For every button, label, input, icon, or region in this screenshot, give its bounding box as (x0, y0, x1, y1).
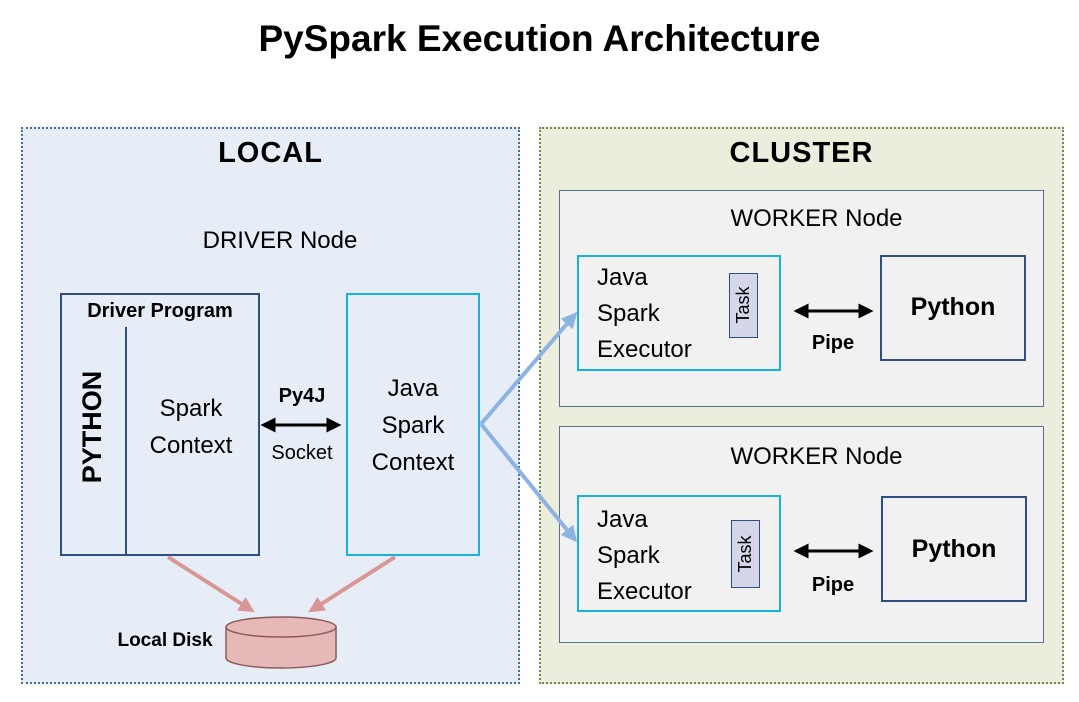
worker-node-2-label: WORKER Node (730, 443, 903, 470)
java-spark-executor-1-label: Java Spark Executor (597, 264, 692, 363)
context-to-executor-1-arrow (479, 311, 578, 426)
socket-label: Socket (271, 442, 333, 464)
python-process-2-label: Python (911, 535, 997, 563)
py4j-label: Py4J (278, 385, 326, 407)
driver-program-divider (125, 327, 127, 556)
java-spark-context-box (346, 293, 480, 556)
local-region-label: LOCAL (218, 137, 323, 169)
pipe-1-label: Pipe (811, 332, 855, 354)
python-process-1-label: Python (910, 293, 996, 321)
worker-node-1-label: WORKER Node (730, 205, 903, 232)
task-1-box (729, 273, 758, 338)
driver-program-box (60, 293, 260, 556)
pipe-2-label: Pipe (811, 574, 855, 596)
page-title: PySpark Execution Architecture (258, 18, 821, 59)
local-disk-label: Local Disk (117, 630, 213, 651)
python-process-1 (880, 255, 1026, 361)
python-process-2 (881, 496, 1027, 602)
driver-to-disk-arrow (166, 555, 255, 613)
java-context-to-disk-arrow (308, 555, 397, 613)
spark-context-label: Spark Context (149, 395, 233, 459)
task-2-box (731, 520, 760, 588)
driver-program-label: Driver Program (87, 300, 233, 322)
java-spark-executor-2-label: Java Spark Executor (597, 506, 692, 605)
java-spark-context-label: Java Spark Context (371, 375, 455, 476)
context-to-executor-2-arrow (479, 422, 578, 543)
cluster-region-label: CLUSTER (729, 137, 874, 169)
local-disk-cylinder-icon (225, 616, 337, 669)
driver-node-label: DRIVER Node (202, 227, 358, 254)
